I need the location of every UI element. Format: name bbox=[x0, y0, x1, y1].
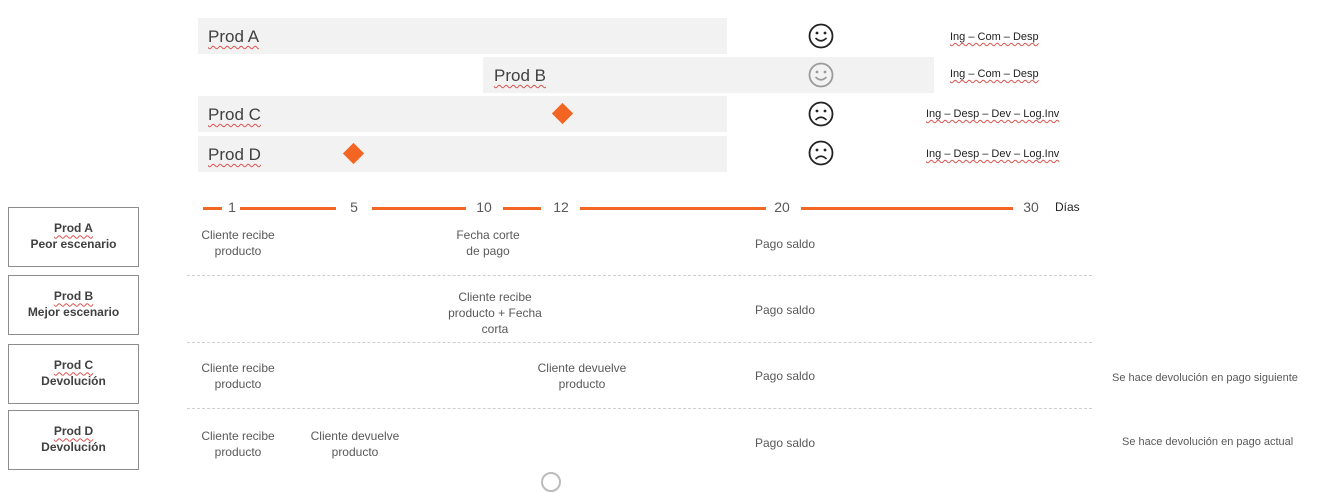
timeline-segment bbox=[801, 207, 1013, 210]
sad-face-icon bbox=[808, 140, 834, 166]
event-cell: Pago saldo bbox=[754, 369, 816, 383]
bar-prod-a bbox=[198, 18, 727, 54]
row-header-prod-c: Prod C Devolución bbox=[8, 344, 139, 404]
bar-prod-b-label: Prod B bbox=[494, 66, 546, 85]
bar-prod-c bbox=[198, 96, 727, 132]
row-header-name: Prod A bbox=[54, 221, 93, 236]
smiley-face-icon bbox=[808, 23, 834, 49]
row-separator bbox=[187, 342, 1092, 343]
event-cell: Pago saldo bbox=[754, 436, 816, 450]
timeline-tick-5: 5 bbox=[350, 199, 358, 215]
row-header-prod-a: Prod A Peor escenario bbox=[8, 207, 139, 267]
process-flow-prod-d: Ing – Desp – Dev – Log.Inv bbox=[926, 148, 1060, 160]
bar-prod-d-label: Prod D bbox=[208, 145, 261, 164]
event-cell: Pago saldo bbox=[754, 303, 816, 317]
event-cell: Pago saldo bbox=[754, 237, 816, 251]
event-cell: Cliente devuelve producto bbox=[310, 429, 400, 460]
process-flow-prod-a: Ing – Com – Desp bbox=[950, 31, 1039, 43]
row-header-prod-d: Prod D Devolución bbox=[8, 410, 139, 470]
event-cell: Fecha corte de pago bbox=[456, 228, 520, 259]
row-header-name: Prod C bbox=[53, 358, 94, 373]
process-flow-prod-b: Ing – Com – Desp bbox=[950, 68, 1039, 80]
bar-prod-b bbox=[483, 57, 934, 93]
event-cell: Cliente recibe producto bbox=[201, 228, 275, 259]
timeline-unit: Días bbox=[1055, 200, 1080, 214]
event-cell: Cliente recibe producto + Fecha corta bbox=[448, 290, 542, 337]
partial-circle-icon bbox=[541, 472, 561, 492]
row-header-name: Prod D bbox=[53, 424, 94, 439]
row-header-scenario: Peor escenario bbox=[30, 237, 117, 251]
row-separator bbox=[187, 275, 1092, 276]
bar-prod-d bbox=[198, 136, 727, 172]
row-separator bbox=[187, 408, 1092, 409]
process-flow-prod-c: Ing – Desp – Dev – Log.Inv bbox=[926, 108, 1060, 120]
event-cell: Cliente devuelve producto bbox=[537, 361, 627, 392]
timeline-segment bbox=[503, 207, 541, 210]
row-header-scenario: Mejor escenario bbox=[27, 305, 120, 319]
row-header-scenario: Devolución bbox=[41, 374, 106, 388]
row-note: Se hace devolución en pago actual bbox=[1122, 436, 1294, 448]
timeline-tick-10: 10 bbox=[476, 199, 492, 215]
bar-prod-c-label: Prod C bbox=[208, 105, 261, 124]
event-cell: Cliente recibe producto bbox=[201, 429, 275, 460]
row-header-scenario: Devolución bbox=[41, 440, 106, 454]
event-cell: Cliente recibe producto bbox=[201, 361, 275, 392]
timeline-segment bbox=[240, 207, 336, 210]
timeline-segment bbox=[203, 207, 222, 210]
timeline-tick-20: 20 bbox=[774, 199, 790, 215]
bar-prod-a-label: Prod A bbox=[208, 27, 260, 46]
row-header-prod-b: Prod B Mejor escenario bbox=[8, 275, 139, 335]
timeline-tick-30: 30 bbox=[1023, 199, 1039, 215]
timeline-tick-1: 1 bbox=[228, 199, 236, 215]
row-header-name: Prod B bbox=[53, 289, 94, 304]
timeline-tick-12: 12 bbox=[553, 199, 569, 215]
timeline-segment bbox=[372, 207, 466, 210]
sad-face-icon bbox=[808, 101, 834, 127]
row-note: Se hace devolución en pago siguiente bbox=[1112, 372, 1298, 384]
smiley-face-faded-icon bbox=[808, 62, 834, 88]
timeline-segment bbox=[580, 207, 766, 210]
